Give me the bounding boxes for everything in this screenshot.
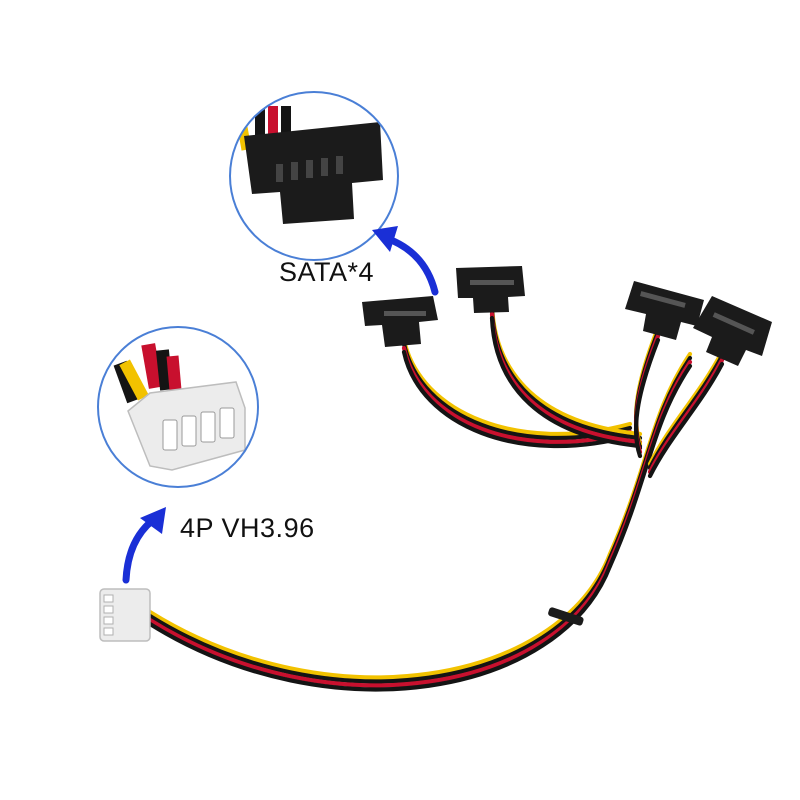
wire-trunk	[147, 559, 613, 688]
sata-connector-1	[362, 296, 438, 347]
wire-trunk	[147, 563, 613, 692]
wire-branch-sata-1	[401, 345, 633, 445]
wire-branch-sata-1	[401, 349, 633, 449]
sata-connector-2	[456, 266, 525, 313]
wire-trunk	[147, 555, 613, 684]
wire-branch-sata-2	[489, 303, 643, 437]
wire-trunk-upper	[607, 363, 693, 569]
curved-arrow-icon	[372, 226, 439, 296]
sata-connector-3	[625, 281, 704, 340]
zoom-circle-sata	[229, 91, 399, 261]
cable-tie	[548, 607, 584, 626]
wire-branch-sata-2	[489, 315, 643, 449]
curved-arrow-icon	[122, 507, 166, 584]
vh396-label: 4P VH3.96	[180, 513, 315, 543]
wire-bundle	[147, 303, 725, 692]
wire-trunk	[147, 551, 613, 680]
wire-branch-sata-4	[647, 361, 725, 479]
sata-label: SATA*4	[279, 257, 375, 287]
zoom-circle-vh396	[97, 326, 259, 488]
wire-branch-sata-3	[633, 337, 661, 459]
vh396-connector	[99, 588, 151, 642]
sata-connector-4	[693, 296, 772, 366]
